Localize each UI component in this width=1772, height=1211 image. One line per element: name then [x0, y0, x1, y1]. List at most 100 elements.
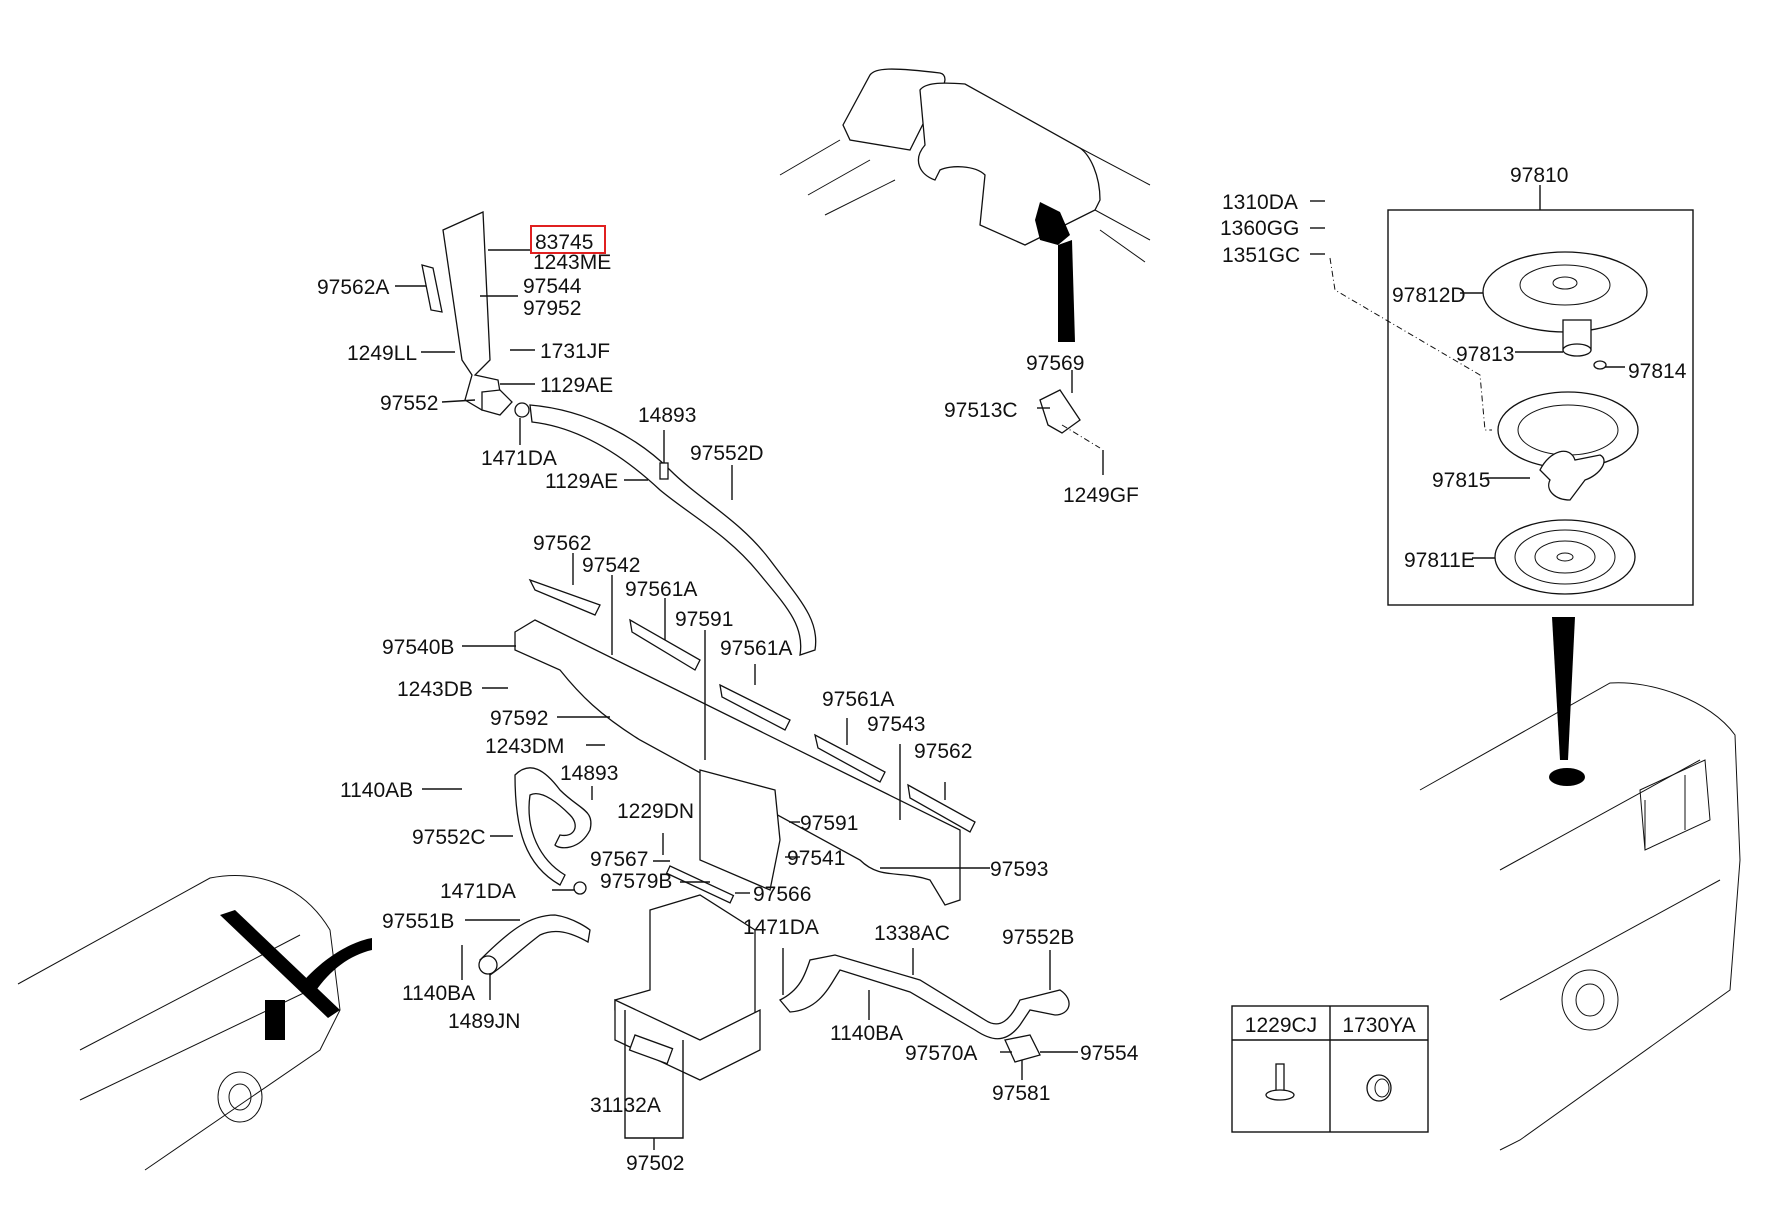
part-callout-97562a: 97562A — [317, 276, 389, 299]
part-callout-97591: 97591 — [675, 608, 733, 631]
clamp-1489JN — [478, 955, 498, 975]
part-callout-97566: 97566 — [753, 883, 811, 906]
part-callout-97561a: 97561A — [822, 688, 894, 711]
heater-outlet — [628, 1034, 674, 1065]
rear-duct-assembly — [514, 578, 976, 906]
bolt-icon — [1265, 1063, 1295, 1101]
dashboard-view — [779, 68, 1151, 449]
hose-97552C-shape — [514, 767, 592, 886]
duct-marker-left — [220, 910, 340, 1018]
part-callout-97562: 97562 — [914, 740, 972, 763]
part-callout-1360gg: 1360GG — [1220, 217, 1299, 240]
part-callout-97544: 97544 — [523, 275, 582, 298]
location-marker-dash — [1035, 202, 1070, 245]
part-callout-97552b: 97552B — [1002, 926, 1074, 949]
part-callout-14893: 14893 — [638, 404, 696, 427]
grille-97811E — [1494, 519, 1636, 595]
fan-blade-97815 — [1539, 450, 1605, 501]
part-callout-97810: 97810 — [1510, 164, 1568, 187]
heater-base — [614, 998, 761, 1081]
part-callout-97815: 97815 — [1432, 469, 1490, 492]
part-callout-1243db: 1243DB — [397, 678, 473, 701]
right-hoses — [778, 954, 1070, 1063]
fastener-legend-table: 1229CJ 1730YA — [1231, 1005, 1429, 1133]
part-callout-97570a: 97570A — [905, 1042, 977, 1065]
switch-97513C-shape — [1039, 389, 1081, 434]
part-callout-1229dn: 1229DN — [617, 800, 694, 823]
part-callout-1310da: 1310DA — [1222, 191, 1298, 214]
part-callout-1489jn: 1489JN — [448, 1010, 520, 1033]
cover-97561A-a — [629, 618, 701, 671]
heater-marker-left — [265, 1000, 285, 1040]
part-callout-1731jf: 1731JF — [540, 340, 610, 363]
part-callout-97542: 97542 — [582, 554, 640, 577]
part-callout-97581: 97581 — [992, 1082, 1050, 1105]
part-callout-1140ba: 1140BA — [402, 982, 475, 1005]
part-callout-97541: 97541 — [787, 847, 845, 870]
pointer-roof — [1552, 617, 1575, 760]
part-callout-97592: 97592 — [490, 707, 548, 730]
part-callout-1471da: 1471DA — [481, 447, 557, 470]
part-callout-97593: 97593 — [990, 858, 1048, 881]
part-callout-1243dm: 1243DM — [485, 735, 564, 758]
part-callout-83745: 83745 — [535, 231, 593, 254]
part-callout-1471da: 1471DA — [743, 916, 819, 939]
part-callout-1243me: 1243ME — [533, 251, 611, 274]
legend-header-1730YA: 1730YA — [1342, 1014, 1415, 1037]
part-callout-97814: 97814 — [1628, 360, 1687, 383]
fan-assembly-box — [1329, 209, 1694, 606]
van-left — [17, 875, 372, 1171]
hose-97551B-shape — [479, 914, 591, 976]
duct-97541-shape — [699, 769, 781, 891]
pointer-dash — [1058, 240, 1075, 342]
part-callout-97561a: 97561A — [720, 637, 792, 660]
legend-header-1229CJ: 1229CJ — [1245, 1014, 1317, 1037]
part-callout-1140ba: 1140BA — [830, 1022, 903, 1045]
part-callout-97502: 97502 — [626, 1152, 684, 1175]
part-callout-97552: 97552 — [380, 392, 438, 415]
strip-97579B — [665, 865, 735, 904]
part-callout-97552c: 97552C — [412, 826, 486, 849]
cover-97562-a — [528, 578, 601, 616]
clamp-1471DA-shape — [514, 402, 530, 418]
part-callout-1140ab: 1140AB — [340, 779, 413, 802]
part-callout-97552d: 97552D — [690, 442, 764, 465]
part-callout-97567: 97567 — [590, 848, 648, 871]
part-callout-97952: 97952 — [523, 297, 581, 320]
part-callout-97543: 97543 — [867, 713, 925, 736]
location-marker-roof — [1549, 768, 1585, 786]
hose-97552B-shape — [778, 954, 1070, 1040]
cover-97561A-c — [814, 733, 886, 783]
part-callout-97811e: 97811E — [1404, 549, 1475, 572]
part-callout-97554: 97554 — [1080, 1042, 1139, 1065]
highlight-box-83745 — [530, 225, 606, 254]
part-callout-97562: 97562 — [533, 532, 591, 555]
valve-97581-shape — [1004, 1034, 1041, 1063]
hose-97552D-shape — [529, 404, 817, 656]
part-callout-1129ae: 1129AE — [545, 470, 618, 493]
leader-lines — [395, 185, 1625, 1150]
left-hoses — [478, 767, 592, 976]
duct-97540B-shape — [514, 619, 961, 906]
part-97814 — [1593, 360, 1607, 370]
part-callout-97513c: 97513C — [944, 399, 1018, 422]
part-callout-97569: 97569 — [1026, 352, 1084, 375]
clamp-1471DA-b — [573, 881, 587, 895]
part-callout-97540b: 97540B — [382, 636, 454, 659]
heater-unit — [614, 894, 761, 1081]
part-callout-97591: 97591 — [800, 812, 858, 835]
clip-14893-shape — [659, 462, 669, 480]
part-callout-1351gc: 1351GC — [1222, 244, 1300, 267]
part-callout-1249gf: 1249GF — [1063, 484, 1139, 507]
part-callout-97561a: 97561A — [625, 578, 697, 601]
gasket-97562A-shape — [421, 264, 443, 313]
duct-97544-shape — [442, 211, 501, 411]
part-callout-97551b: 97551B — [382, 910, 454, 933]
part-callout-97813: 97813 — [1456, 343, 1514, 366]
part-callout-1129ae: 1129AE — [540, 374, 613, 397]
part-callout-97579b: 97579B — [600, 870, 672, 893]
part-callout-1338ac: 1338AC — [874, 922, 950, 945]
cover-97561A-b — [719, 683, 791, 731]
grommet-icon — [1366, 1074, 1392, 1102]
